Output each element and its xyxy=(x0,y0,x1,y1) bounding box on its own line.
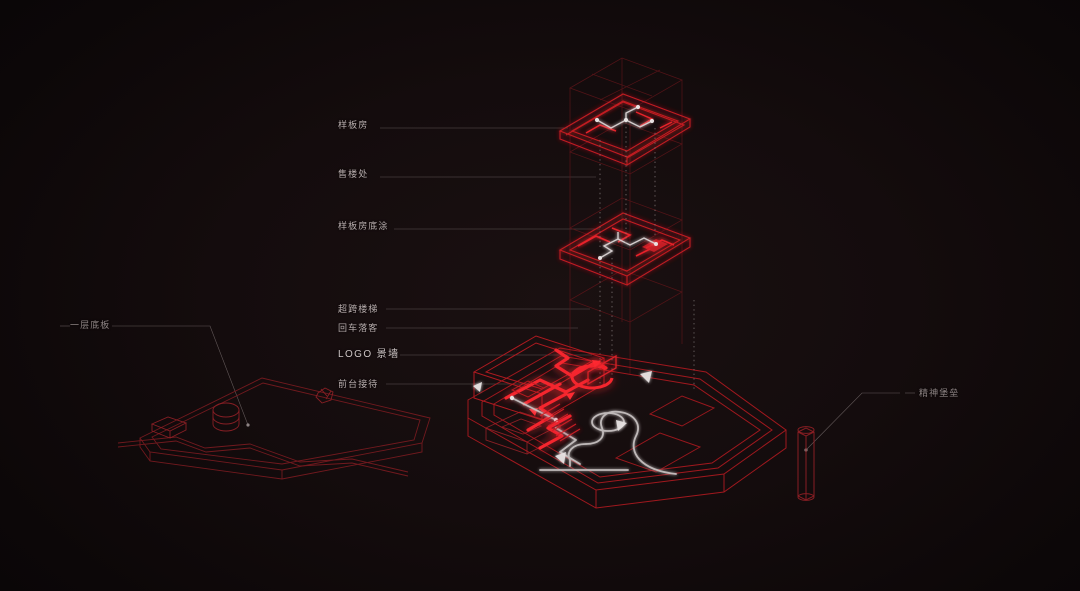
label-site-base-plate: 一层底板 xyxy=(70,320,111,330)
pylon-monument xyxy=(797,426,815,501)
ground-podium-slab xyxy=(467,347,787,509)
label-pylon-sign: 精神堡垒 xyxy=(919,388,960,398)
podium-stair xyxy=(539,403,581,442)
label-logo-wall: LOGO 景墙 xyxy=(338,349,400,360)
red-circulation-path xyxy=(504,348,608,450)
vertical-guide-dots xyxy=(599,122,656,388)
white-direction-arrows xyxy=(473,371,652,464)
white-vehicle-path xyxy=(511,397,677,475)
level-sample-room xyxy=(558,93,692,166)
label-stair: 超跨楼梯 xyxy=(338,304,379,314)
logo-wall xyxy=(587,354,617,386)
podium-platform-right xyxy=(614,395,716,473)
label-drop-off: 回车落客 xyxy=(338,323,379,333)
tower-volume-wireframe xyxy=(569,57,683,374)
leader-line-pylon xyxy=(804,392,915,452)
level-sales-office xyxy=(558,212,692,286)
site-base-plate xyxy=(117,377,431,480)
label-sample-room-base: 样板房底涂 xyxy=(338,221,389,231)
leader-lines xyxy=(380,127,600,385)
red-turnaround-loop xyxy=(570,364,614,390)
label-reception: 前台接待 xyxy=(338,379,379,389)
site-objects xyxy=(150,387,562,455)
label-sales-office: 售楼处 xyxy=(338,169,369,179)
label-sample-room: 样板房 xyxy=(338,120,369,130)
reception-desk xyxy=(510,380,546,398)
leader-line-site xyxy=(60,325,250,427)
